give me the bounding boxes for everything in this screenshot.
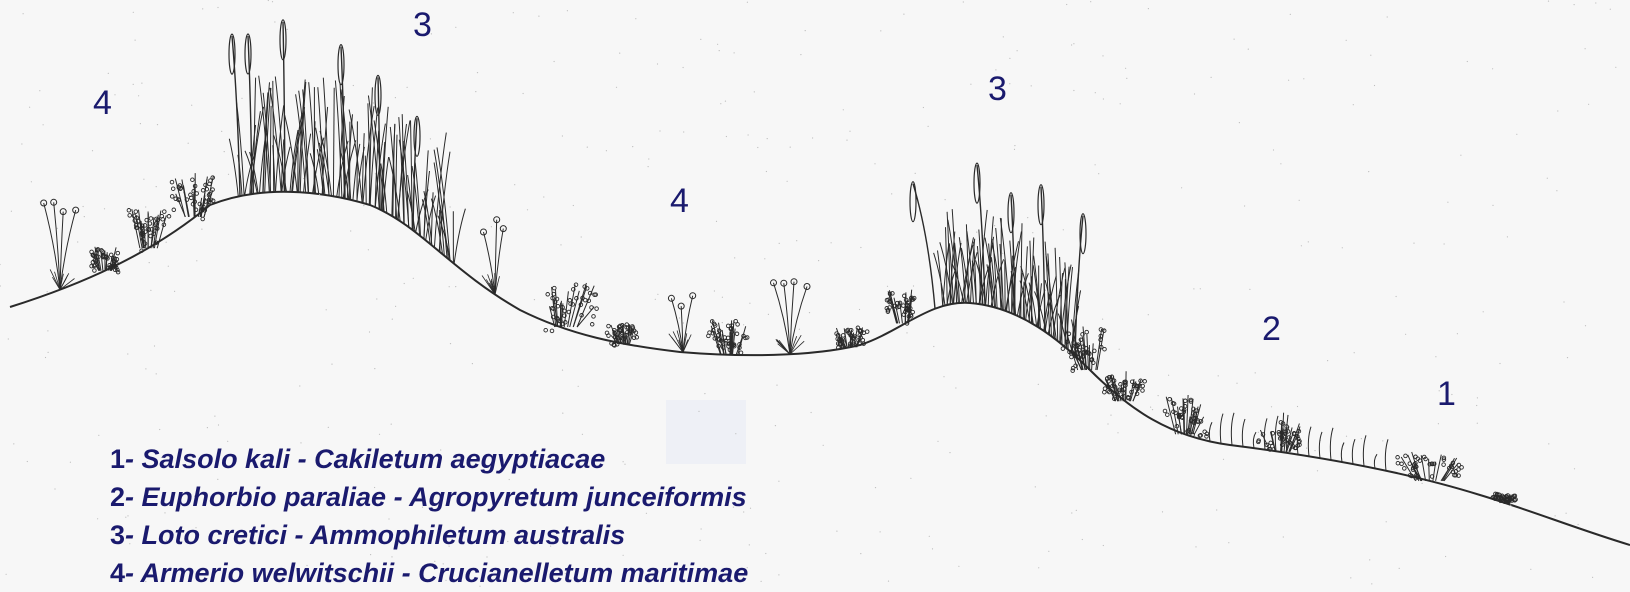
legend-text: Salsolo kali - Cakiletum aegyptiacae: [142, 444, 606, 474]
legend-separator: -: [125, 558, 141, 588]
legend-number: 1: [110, 444, 125, 474]
zone-label-3-left: 3: [413, 8, 432, 42]
legend-item-3: 3- Loto cretici - Ammophiletum australis: [110, 516, 748, 554]
legend: 1- Salsolo kali - Cakiletum aegyptiacae …: [110, 440, 748, 592]
marram-grass-right: [910, 163, 1086, 357]
legend-number: 3: [110, 520, 125, 550]
legend-number: 2: [110, 482, 125, 512]
legend-separator: -: [125, 444, 142, 474]
legend-separator: -: [125, 520, 142, 550]
legend-item-2: 2- Euphorbio paraliae - Agropyretum junc…: [110, 478, 748, 516]
zone-label-2: 2: [1262, 312, 1281, 346]
legend-text: Loto cretici - Ammophiletum australis: [142, 520, 626, 550]
zone-label-1: 1: [1437, 377, 1456, 411]
zone-label-3-right: 3: [988, 72, 1007, 106]
grass-sprigs: [1209, 413, 1388, 471]
legend-text: Armerio welwitschii - Crucianelletum mar…: [141, 558, 749, 588]
legend-text: Euphorbio paraliae - Agropyretum junceif…: [142, 482, 747, 512]
marram-grass-left: [229, 20, 465, 264]
legend-item-1: 1- Salsolo kali - Cakiletum aegyptiacae: [110, 440, 748, 478]
legend-separator: -: [125, 482, 142, 512]
zone-label-4-middle: 4: [670, 184, 689, 218]
zone-label-4-left: 4: [93, 86, 112, 120]
legend-item-4: 4- Armerio welwitschii - Crucianelletum …: [110, 554, 748, 592]
legend-number: 4: [110, 558, 125, 588]
